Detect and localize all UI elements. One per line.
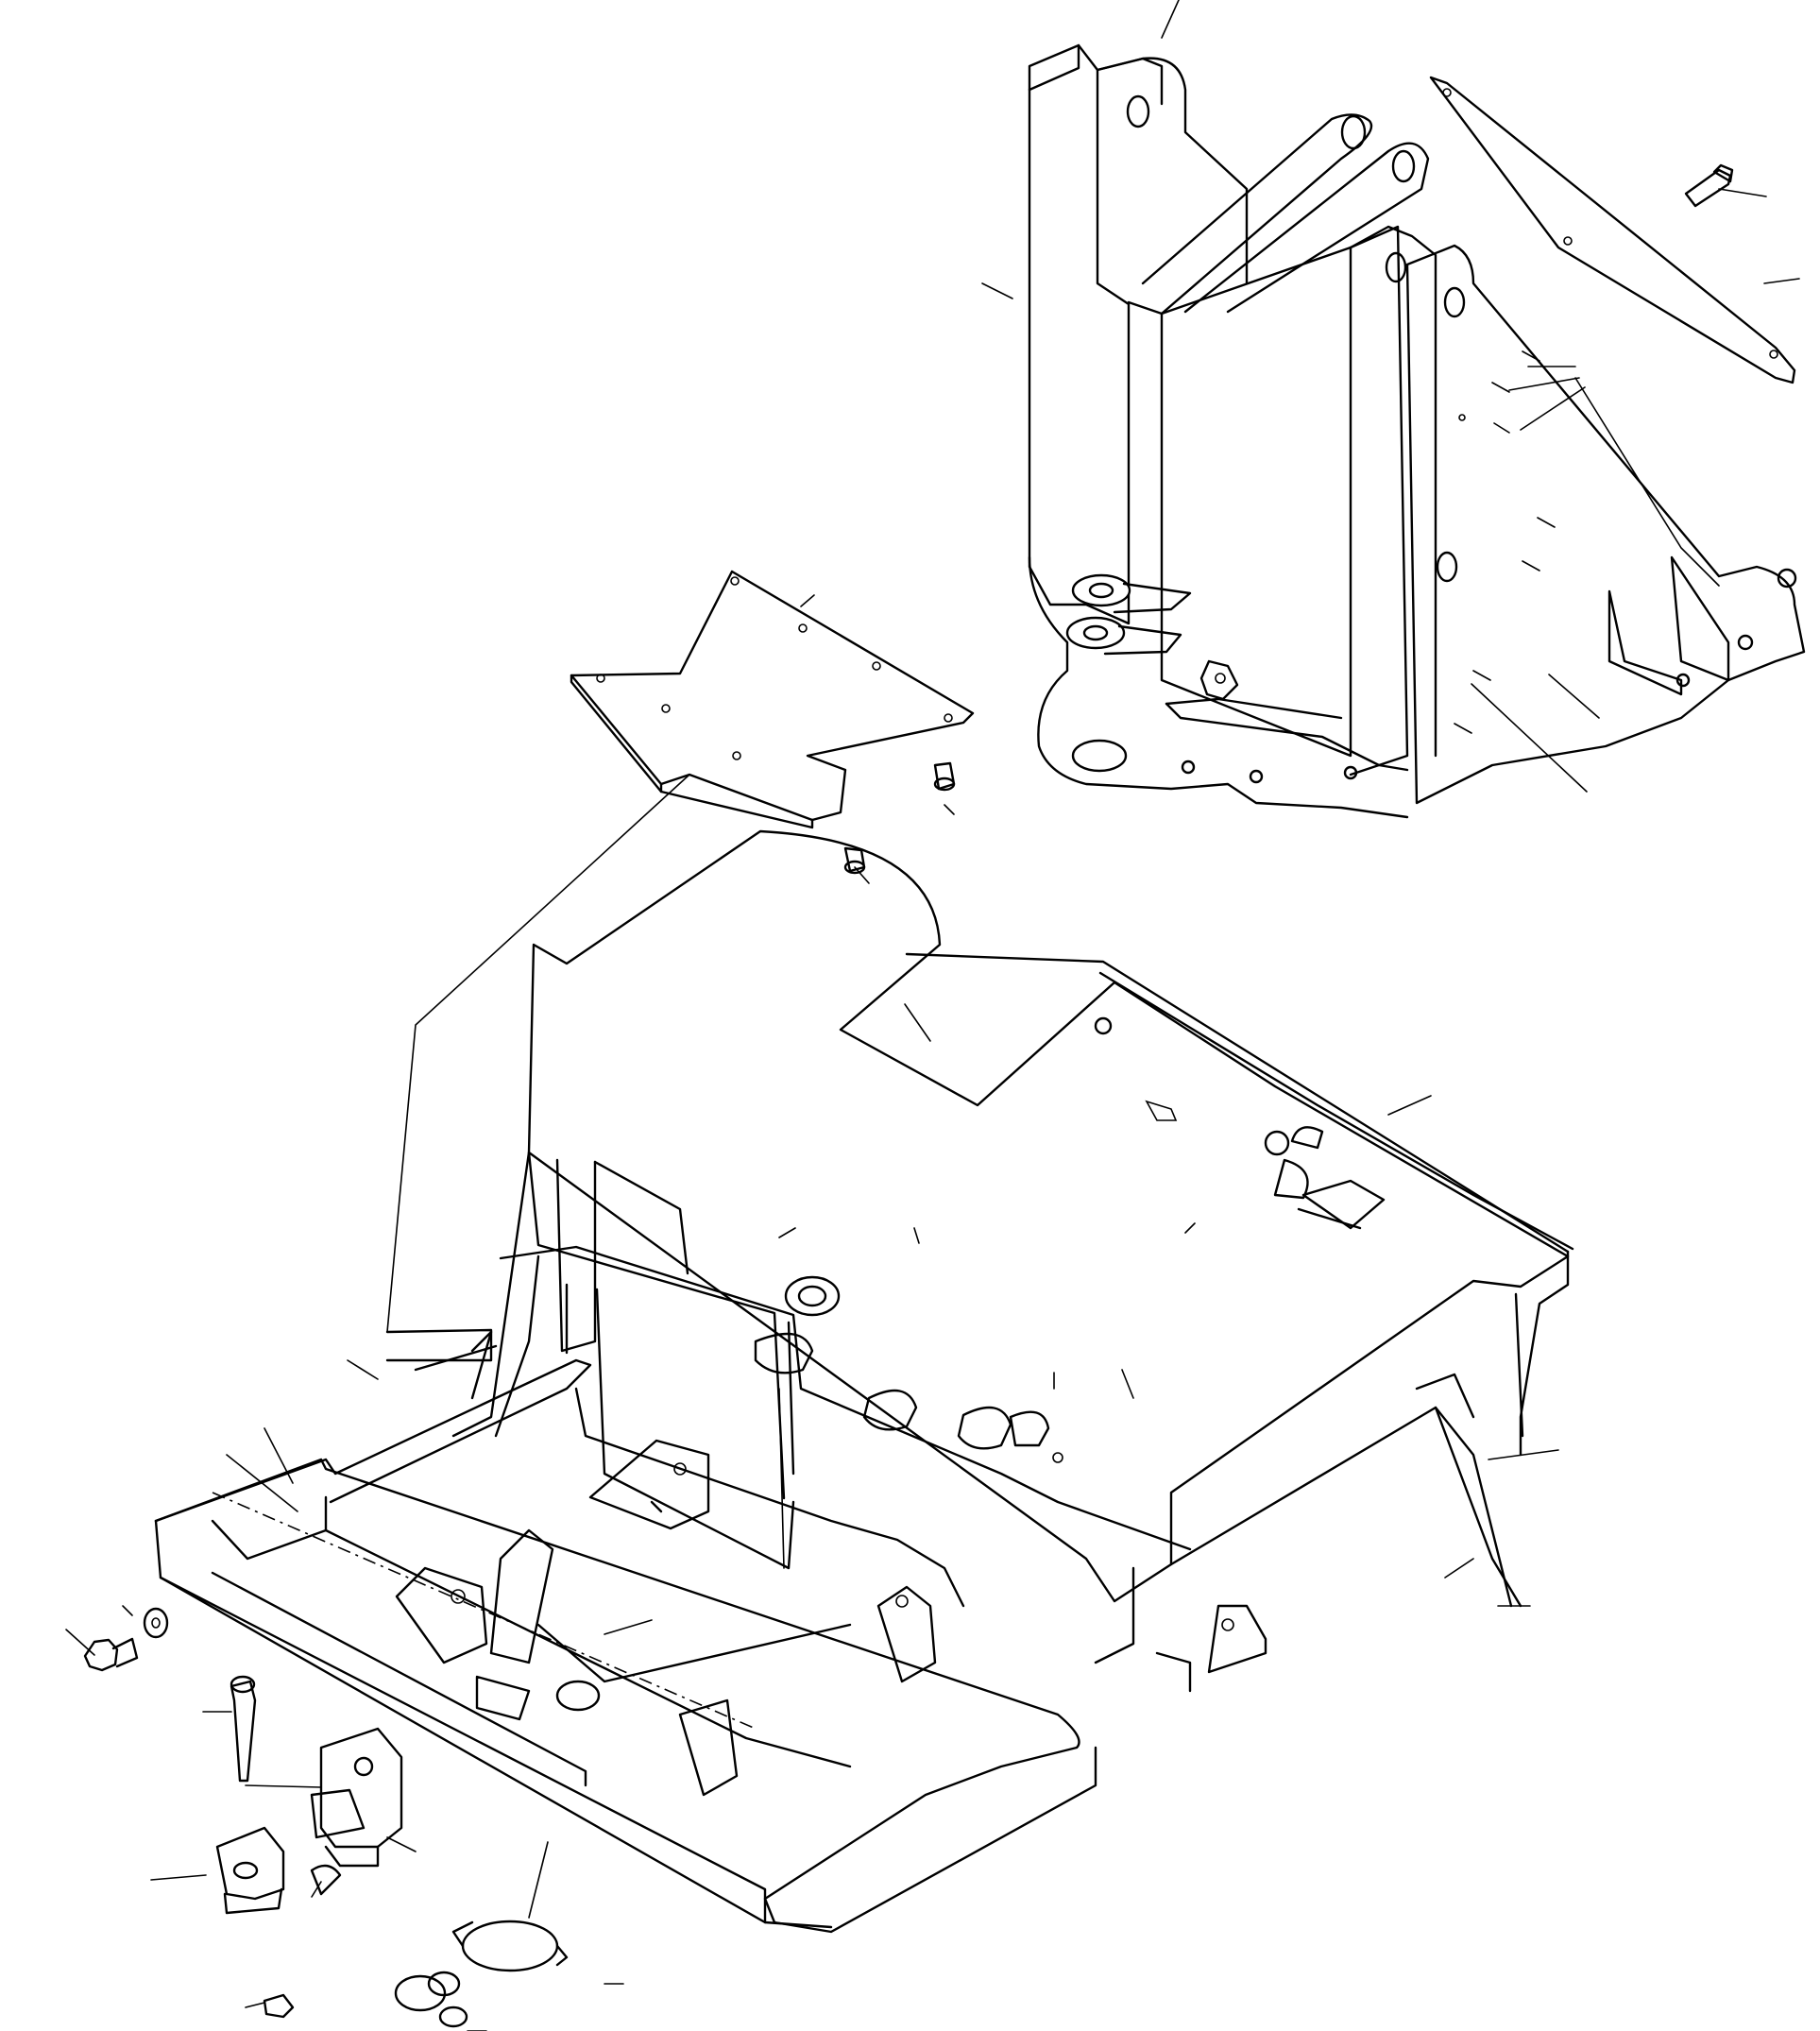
pin — [230, 1675, 257, 1783]
hook-bracket — [310, 1727, 403, 1868]
cap — [394, 1971, 468, 2028]
revolving-frame — [154, 829, 1574, 1934]
washer — [143, 1607, 169, 1639]
mount — [215, 1826, 342, 1915]
boom-bracket — [1028, 43, 1806, 819]
nut — [263, 1993, 295, 2019]
small-bolt — [933, 761, 956, 792]
counterweight-bolt — [83, 1637, 139, 1672]
leader-lines — [65, 0, 1800, 2031]
cover-plate-right — [1429, 76, 1796, 384]
small-bolt — [843, 846, 866, 875]
cover-plate-left — [570, 570, 975, 829]
cover — [451, 1920, 569, 1972]
bolt — [1684, 163, 1734, 208]
